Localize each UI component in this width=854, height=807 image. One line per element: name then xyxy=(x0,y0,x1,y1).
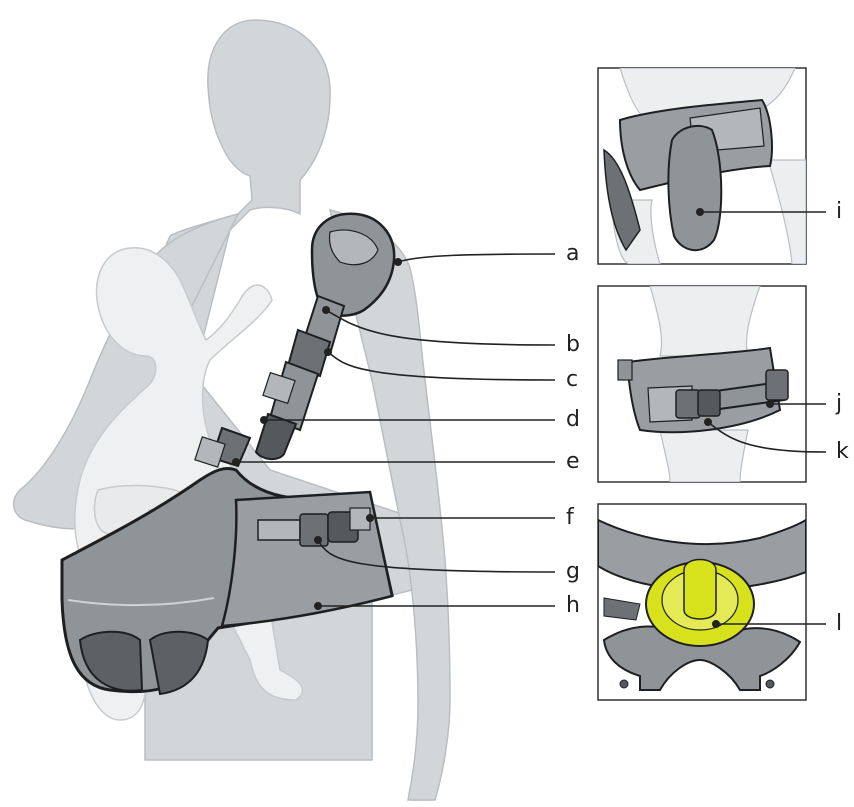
callout-l: l xyxy=(836,611,842,636)
inset-panel-waist-side: i xyxy=(598,68,842,264)
callout-h: h xyxy=(566,593,580,618)
main-callout-labels: a b c d e f g h xyxy=(566,241,580,618)
adult-figure xyxy=(14,20,450,800)
inset-panel-waist-front: j k xyxy=(598,286,849,482)
callout-e: e xyxy=(566,449,580,474)
callout-k: k xyxy=(836,439,849,464)
callout-j: j xyxy=(835,391,842,416)
callout-f: f xyxy=(566,505,575,530)
callout-b: b xyxy=(566,332,580,357)
inset-panel-seat-top: l xyxy=(598,504,842,700)
callout-c: c xyxy=(566,367,578,392)
callout-a: a xyxy=(566,241,579,266)
callout-g: g xyxy=(566,559,580,584)
callout-i: i xyxy=(836,199,842,224)
callout-d: d xyxy=(566,407,580,432)
